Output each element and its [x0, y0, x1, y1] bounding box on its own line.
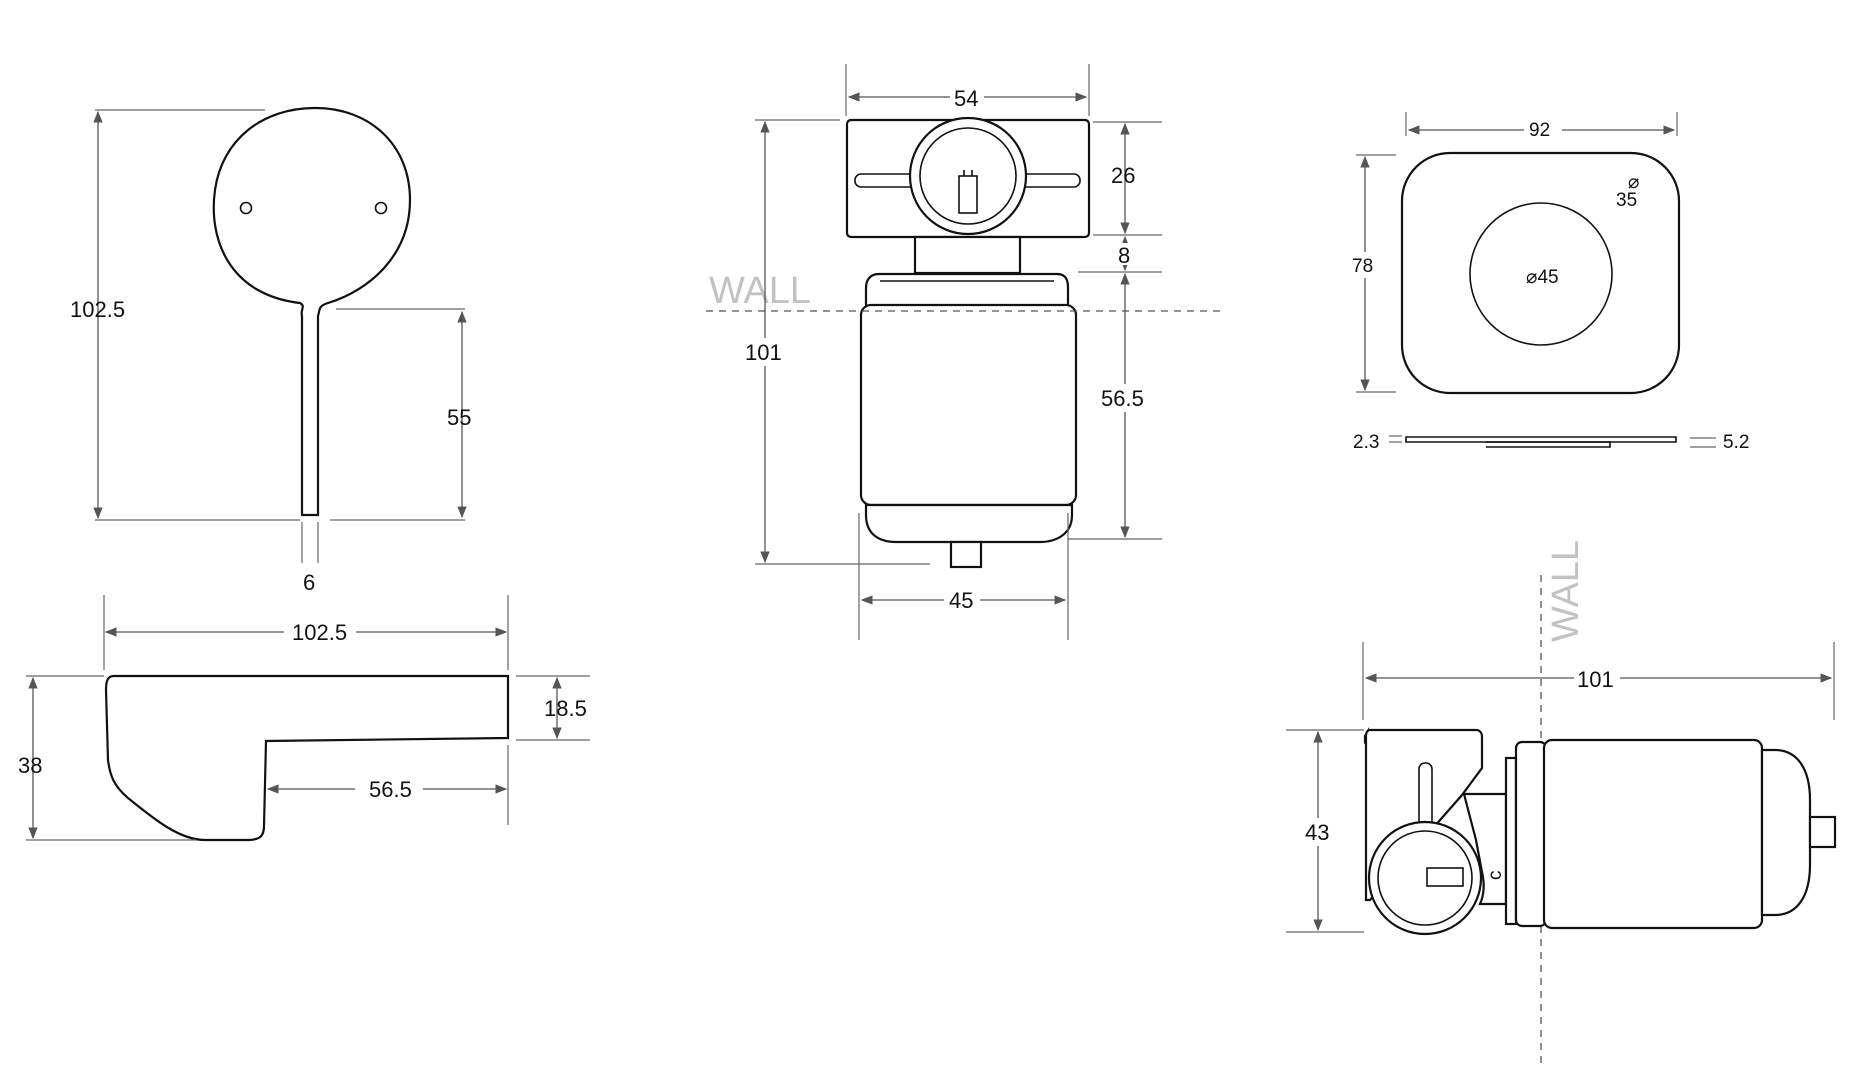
screw-hole-right: [374, 201, 388, 215]
side-neck: [1462, 792, 1508, 906]
handle-side-outline: [104, 674, 510, 842]
dim-label-lever-length: 55: [447, 405, 471, 430]
view-body-side: WALL c 101 43: [1286, 540, 1837, 1065]
dim-label-handle-height: 102.5: [70, 297, 125, 322]
valve-spindle: [958, 175, 978, 214]
side-c-mark: c: [1485, 871, 1506, 881]
dim-label-body-width: 54: [954, 86, 978, 111]
cartridge-cap: [864, 503, 1074, 544]
cartridge-pin: [949, 540, 983, 569]
dim-label-plate-height: 78: [1352, 256, 1373, 277]
side-cartridge: [1514, 740, 1548, 928]
view-body-front: WALL 54 26 8 56.5 101 45: [706, 64, 1226, 640]
plate-side-profile: [1405, 436, 1677, 443]
plate-hole-small-symbol: ⌀: [1628, 172, 1639, 193]
dim-label-plate-right-thickness: 5.2: [1723, 432, 1749, 453]
wall-label-side: WALL: [1545, 540, 1587, 642]
handle-disc-outline: [212, 106, 412, 517]
side-cartridge-body: [1542, 738, 1764, 930]
body-neck: [913, 235, 1022, 275]
side-cartridge-pin: [1808, 815, 1837, 849]
screw-hole-left: [239, 201, 253, 215]
plate-hole-label: ⌀45: [1526, 267, 1559, 288]
cover-plate-outline: [1400, 151, 1681, 395]
dim-label-lever-width: 6: [303, 570, 315, 595]
view-front-handle: 102.5 55 6: [70, 106, 471, 595]
view-cover-plate: ⌀45 ⌀ 35 92 78 2.3 5.2: [1348, 112, 1749, 453]
dim-label-side-height: 38: [18, 753, 42, 778]
side-valve-spindle: [1426, 867, 1464, 887]
cartridge-body: [859, 303, 1078, 507]
dim-label-lever-56-5: 56.5: [369, 777, 412, 802]
wall-label-front: WALL: [709, 270, 811, 312]
side-valve-outer: [1367, 820, 1483, 936]
view-side-handle: 102.5 38 18.5 56.5: [18, 595, 590, 842]
dim-label-side-height-43: 43: [1305, 820, 1329, 845]
side-valve-inner: [1377, 830, 1473, 926]
dim-label-side-depth: 101: [1577, 667, 1614, 692]
dim-label-cartridge-height: 56.5: [1101, 386, 1144, 411]
side-cartridge-cap: [1760, 748, 1812, 917]
dim-label-plate-left-thickness: 2.3: [1353, 432, 1379, 453]
dim-label-gap: 8: [1118, 243, 1130, 268]
plate-hole: [1469, 202, 1613, 346]
dim-label-plate-width: 92: [1529, 120, 1550, 141]
valve-inner-ring: [919, 127, 1017, 225]
dim-label-top-thickness: 18.5: [544, 696, 587, 721]
dim-label-bottom-width: 45: [949, 588, 973, 613]
dim-label-top-block: 26: [1111, 163, 1135, 188]
dim-label-side-length: 102.5: [292, 620, 347, 645]
plate-hole-small-label: 35: [1616, 190, 1637, 211]
dim-label-total-height: 101: [745, 340, 782, 365]
